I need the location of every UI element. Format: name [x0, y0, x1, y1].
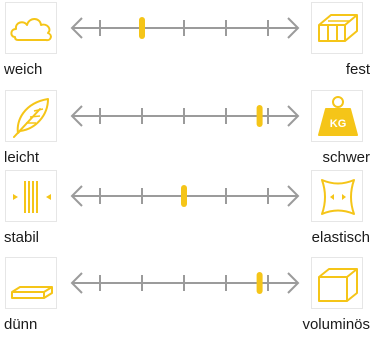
scale-marker[interactable]	[256, 105, 263, 127]
left-label: stabil	[4, 229, 40, 246]
weight-icon-text: KG	[330, 118, 347, 130]
left-label: weich	[4, 61, 43, 78]
feather-icon	[13, 98, 49, 138]
scale-track	[70, 17, 300, 39]
scale-track	[70, 185, 300, 207]
cloud-icon-box	[5, 2, 57, 54]
scale-row-leicht-schwer: KG leicht schwer	[0, 90, 374, 166]
cloud-icon	[10, 18, 52, 42]
scale-row-stabil-elastisch: stabil elastisch	[0, 170, 374, 246]
feather-icon-box	[5, 90, 57, 142]
compressed-lines-icon	[13, 181, 51, 213]
box-icon-box	[311, 257, 363, 309]
box-icon	[318, 268, 358, 302]
scale-track	[70, 105, 300, 127]
left-label: dünn	[4, 316, 38, 333]
stretch-icon-box	[311, 170, 363, 222]
scale-row-weich-fest: weich fest	[0, 2, 374, 78]
right-label: schwer	[322, 149, 370, 166]
right-label: elastisch	[311, 229, 370, 246]
right-label: voluminös	[302, 316, 370, 333]
scale-marker[interactable]	[256, 272, 263, 294]
right-label: fest	[345, 61, 370, 78]
scale-row-duenn-voluminoes: dünn voluminös	[0, 257, 374, 333]
weight-icon: KG	[318, 96, 358, 136]
weight-icon-box: KG	[311, 90, 363, 142]
scale-marker[interactable]	[139, 17, 145, 39]
scale-marker[interactable]	[181, 185, 187, 207]
compressed-lines-icon-box	[5, 170, 57, 222]
scale-track	[70, 272, 300, 294]
flat-slab-icon-box	[5, 257, 57, 309]
brick-icon	[318, 14, 358, 42]
brick-icon-box	[311, 2, 363, 54]
left-label: leicht	[4, 149, 40, 166]
flat-slab-icon	[11, 286, 53, 299]
stretch-icon	[321, 179, 355, 215]
